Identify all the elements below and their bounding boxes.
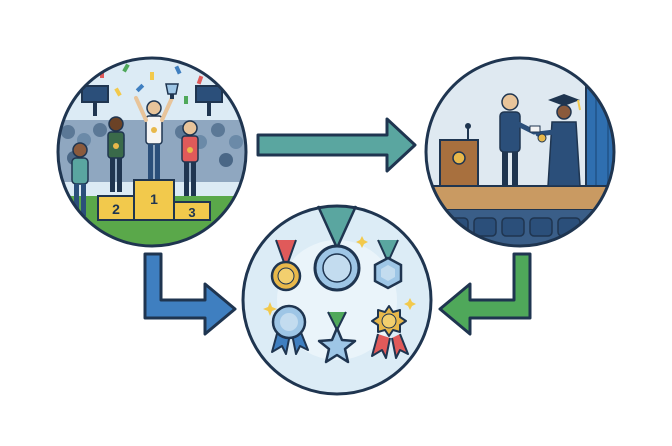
large-silver-medal-icon xyxy=(313,205,361,292)
graduation-cap-icon xyxy=(548,94,581,111)
rosette-medal-icon xyxy=(271,304,309,355)
medals-and-awards-scene xyxy=(241,204,433,396)
podium-place-1: 1 xyxy=(150,191,158,207)
gold-rosette-icon xyxy=(371,305,409,359)
diploma-icon xyxy=(529,125,541,133)
graduate-figure xyxy=(535,94,581,187)
arrow-grad-to-medals xyxy=(438,252,532,336)
hexagon-medal-icon xyxy=(373,239,403,290)
trophy-icon xyxy=(165,83,179,99)
spectator-figure xyxy=(71,142,89,216)
arrow-sport-to-grad xyxy=(256,117,417,173)
stadium-light-left xyxy=(81,85,109,116)
podium: 2 1 3 xyxy=(97,179,211,221)
stadium-light-right xyxy=(195,85,223,116)
sparkle-icons xyxy=(263,236,416,316)
athlete-third-place xyxy=(181,120,199,196)
athlete-second-place xyxy=(107,116,125,192)
stage-curtain xyxy=(585,58,614,201)
athlete-first-place xyxy=(134,83,179,180)
star-medal-icon xyxy=(317,311,357,364)
podium-place-2: 2 xyxy=(112,201,120,217)
lectern xyxy=(439,123,479,187)
graduation-ceremony-scene xyxy=(424,56,616,248)
podium-place-3: 3 xyxy=(188,205,195,220)
stage-floor xyxy=(426,185,614,211)
sports-podium-scene: 2 1 3 xyxy=(56,56,248,248)
gold-medal-icon xyxy=(270,239,302,292)
arrow-sport-to-medals xyxy=(143,252,237,336)
